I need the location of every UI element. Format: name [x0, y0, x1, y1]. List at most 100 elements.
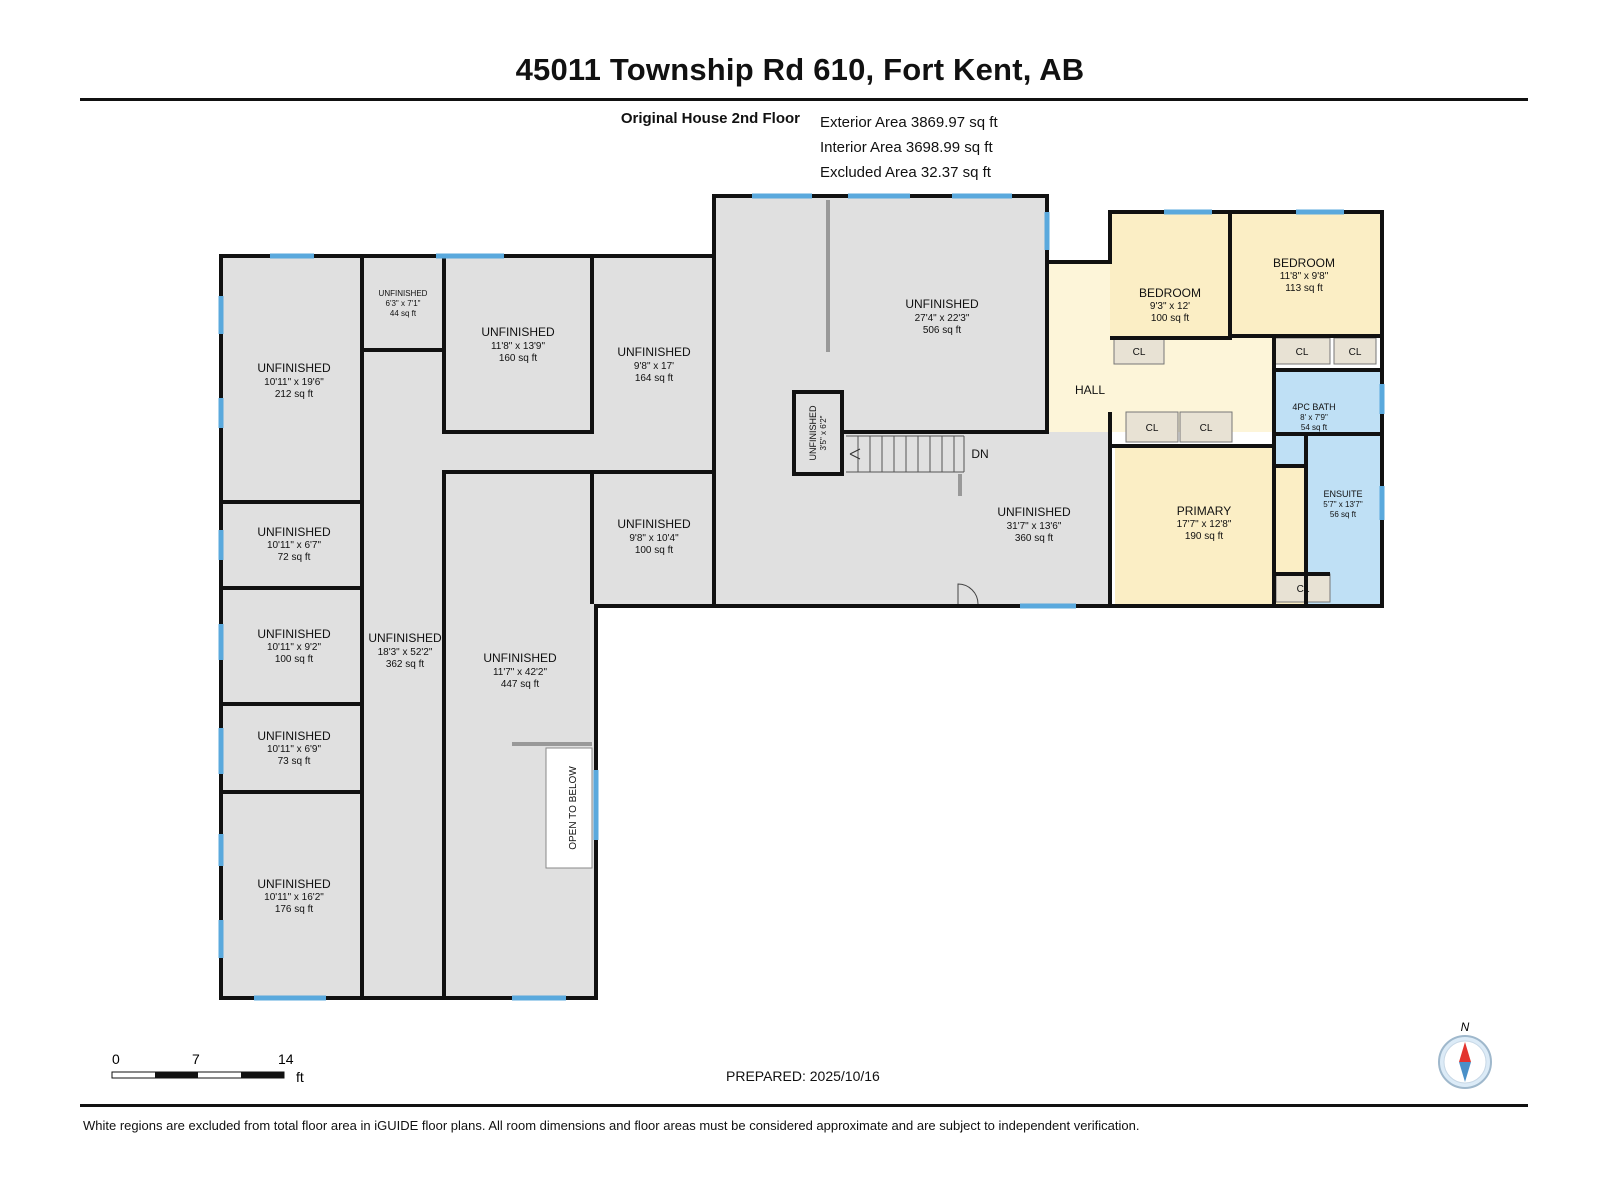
footer-rule — [80, 1104, 1528, 1107]
closet — [1125, 411, 1179, 443]
windows — [218, 193, 1385, 1001]
room-dims: 10'11" x 16'2" — [264, 892, 324, 903]
room-name: UNFINISHED — [368, 631, 442, 645]
closet-label: CL — [1146, 423, 1159, 434]
room-area: 44 sq ft — [390, 309, 417, 318]
room-dims: 18'3" x 52'2" — [378, 647, 433, 658]
room-name: UNFINISHED — [257, 877, 331, 891]
room-area: 73 sq ft — [278, 756, 311, 767]
closet — [1179, 411, 1233, 443]
scale-bar: 0 7 14 ft — [111, 1051, 304, 1085]
room-name: UNFINISHED — [997, 505, 1071, 519]
room-name: PRIMARY — [1177, 504, 1231, 518]
compass-icon: N — [1438, 1020, 1492, 1089]
room-area: 160 sq ft — [499, 353, 538, 364]
room-dims: 8' x 7'9" — [1300, 413, 1328, 422]
interior-area: Interior Area 3698.99 sq ft — [820, 139, 993, 156]
stair-down-label: DN — [971, 447, 988, 461]
room-dims: 17'7" x 12'8" — [1177, 519, 1232, 530]
interior-wall — [1110, 334, 1382, 340]
room-name: UNFINISHED — [617, 517, 691, 531]
room-area: 113 sq ft — [1285, 283, 1323, 294]
exterior-area: Exterior Area 3869.97 sq ft — [820, 114, 998, 131]
room-area: 56 sq ft — [1330, 510, 1357, 519]
room-area: 506 sq ft — [923, 325, 962, 336]
door-swing — [957, 583, 979, 605]
room-name: UNFINISHED — [808, 405, 818, 461]
interior-wall — [842, 262, 1049, 434]
scale-tick: 7 — [192, 1051, 200, 1067]
hall-label: HALL — [1075, 383, 1105, 397]
room-dims: 11'7" x 42'2" — [493, 667, 548, 678]
room-name: UNFINISHED — [379, 289, 428, 298]
interior-wall — [442, 256, 594, 434]
north-arrow: N — [1435, 1018, 1495, 1103]
room-dims: 11'8" x 9'8" — [1280, 271, 1329, 282]
closet-label: CL — [1296, 347, 1309, 358]
room-area: 54 sq ft — [1301, 423, 1328, 432]
room-name: UNFINISHED — [257, 627, 331, 641]
room-area: 100 sq ft — [275, 654, 314, 665]
room-name: 4PC BATH — [1292, 402, 1335, 412]
room-dims: 3'5" x 6'2" — [819, 415, 828, 450]
room-name: UNFINISHED — [905, 297, 979, 311]
room-dims: 31'7" x 13'6" — [1007, 521, 1062, 532]
room-area: 176 sq ft — [275, 904, 314, 915]
partial-walls — [512, 200, 962, 746]
room-dims: 11'8" x 13'9" — [491, 341, 546, 352]
stairs — [846, 435, 965, 473]
closet — [1113, 337, 1165, 365]
interior-wall — [442, 470, 714, 998]
closet-label: CL — [1349, 347, 1362, 358]
hall-floor — [1047, 262, 1110, 432]
open-to-below — [545, 747, 593, 869]
room-name: UNFINISHED — [617, 345, 691, 359]
interior-wall — [1272, 336, 1308, 604]
room-dims: 9'8" x 17' — [634, 361, 674, 372]
room-name: BEDROOM — [1139, 286, 1201, 300]
bedroom-1-floor — [1110, 214, 1230, 338]
room-name: UNFINISHED — [257, 525, 331, 539]
exterior-wall — [219, 194, 1384, 1000]
floor-name: Original House 2nd Floor — [620, 110, 800, 127]
room-dims: 9'8" x 10'4" — [629, 533, 679, 544]
plan-title: 45011 Township Rd 610, Fort Kent, AB — [515, 52, 1085, 87]
closet — [1333, 337, 1377, 365]
open-to-below-label: OPEN TO BELOW — [568, 766, 579, 850]
room-name: ENSUITE — [1323, 489, 1362, 499]
svg-text:N: N — [1461, 1020, 1470, 1034]
area-stats: Exterior Area 3869.97 sq ft Interior Are… — [820, 110, 998, 185]
excluded-area: Excluded Area 32.37 sq ft — [820, 164, 991, 181]
closet-label: CL — [1297, 584, 1310, 595]
walls — [219, 194, 1384, 1000]
room-dims: 9'3" x 12' — [1150, 301, 1190, 312]
room-name: BEDROOM — [1273, 256, 1335, 270]
room-area: 212 sq ft — [275, 389, 314, 400]
room-dims: 5'7" x 13'7" — [1323, 500, 1363, 509]
disclaimer: White regions are excluded from total fl… — [83, 1118, 1140, 1133]
room-dims: 6'3" x 7'1" — [386, 299, 421, 308]
room-name: UNFINISHED — [481, 325, 555, 339]
scale-tick: 14 — [278, 1051, 294, 1067]
prepared-date: PREPARED: 2025/10/16 — [726, 1068, 880, 1084]
room-area: 362 sq ft — [386, 659, 425, 670]
room-area: 164 sq ft — [635, 373, 674, 384]
room-name: UNFINISHED — [257, 361, 331, 375]
room-area: 100 sq ft — [635, 545, 674, 556]
room-area: 447 sq ft — [501, 679, 540, 690]
closet — [1275, 573, 1331, 603]
scale-unit: ft — [296, 1069, 304, 1085]
room-dims: 10'11" x 19'6" — [264, 377, 324, 388]
room-dims: 10'11" x 6'9" — [267, 744, 322, 755]
room-dims: 10'11" x 6'7" — [267, 540, 322, 551]
header-rule — [80, 98, 1528, 101]
closets — [1113, 337, 1377, 603]
small-closet-wall — [792, 390, 844, 476]
bedroom-2-floor — [1230, 214, 1380, 338]
room-name: UNFINISHED — [257, 729, 331, 743]
room-name: UNFINISHED — [483, 651, 557, 665]
room-area: 360 sq ft — [1015, 533, 1054, 544]
closet-label: CL — [1200, 423, 1213, 434]
room-area: 100 sq ft — [1151, 313, 1190, 324]
